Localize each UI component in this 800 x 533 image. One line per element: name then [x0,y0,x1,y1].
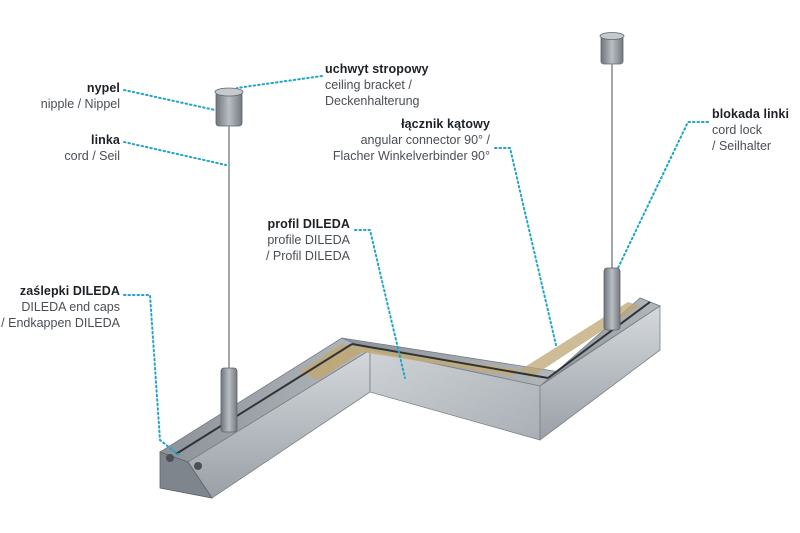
end-cap-screw [166,454,174,462]
profile-body [159,297,661,499]
label-lacznik-sub1: angular connector 90° / [360,133,490,147]
left-suspension [214,87,244,433]
leader-nypel [123,89,216,111]
label-nypel: nypel nipple / Nippel [41,80,120,112]
label-linka-title: linka [91,133,120,147]
label-zaslepki-title: zaślepki DILEDA [19,284,120,298]
label-nypel-title: nypel [86,81,120,95]
leader-profil [354,229,406,379]
left-cord-lock [220,367,238,433]
label-profil: profil DILEDA profile DILEDA / Profil DI… [266,216,350,264]
leader-linka [123,141,227,166]
leader-lacznik [494,147,557,346]
label-profil-title: profil DILEDA [267,217,350,231]
label-uchwyt: uchwyt stropowy ceiling bracket / Decken… [325,61,429,109]
right-suspension [599,32,625,331]
left-ceiling-nipple [215,91,243,127]
label-blokada-sub1: cord lock [712,123,763,137]
label-profil-sub2: / Profil DILEDA [265,249,350,263]
label-nypel-sub: nipple / Nippel [40,97,120,111]
label-linka: linka cord / Seil [64,132,120,164]
leader-zaslepki [123,294,181,457]
label-linka-sub: cord / Seil [64,149,120,163]
label-blokada-sub2: / Seilhalter [712,139,772,153]
label-zaslepki-sub1: DILEDA end caps [21,300,120,314]
label-lacznik-sub2: Flacher Winkelverbinder 90° [332,149,490,163]
right-cord-lock [603,267,621,331]
label-uchwyt-title: uchwyt stropowy [325,62,429,76]
label-zaslepki: zaślepki DILEDA DILEDA end caps / Endkap… [1,283,120,331]
right-ceiling-bracket [600,35,624,65]
label-zaslepki-sub2: / Endkappen DILEDA [1,316,120,330]
label-uchwyt-sub2: Deckenhalterung [325,94,420,108]
end-cap-face [159,451,213,499]
label-blokada: blokada linki cord lock / Seilhalter [712,106,789,154]
diffuser-strip [300,344,362,380]
label-lacznik: łącznik kątowy angular connector 90° / F… [333,116,490,164]
label-lacznik-title: łącznik kątowy [401,117,490,131]
label-profil-sub1: profile DILEDA [267,233,350,247]
label-blokada-title: blokada linki [712,107,790,121]
label-uchwyt-sub1: ceiling bracket / [325,78,412,92]
end-cap-screw [194,462,202,470]
leader-blokada [617,121,709,269]
diffuser-strip [342,344,520,376]
leader-lines [123,75,709,457]
leader-uchwyt [236,75,323,89]
